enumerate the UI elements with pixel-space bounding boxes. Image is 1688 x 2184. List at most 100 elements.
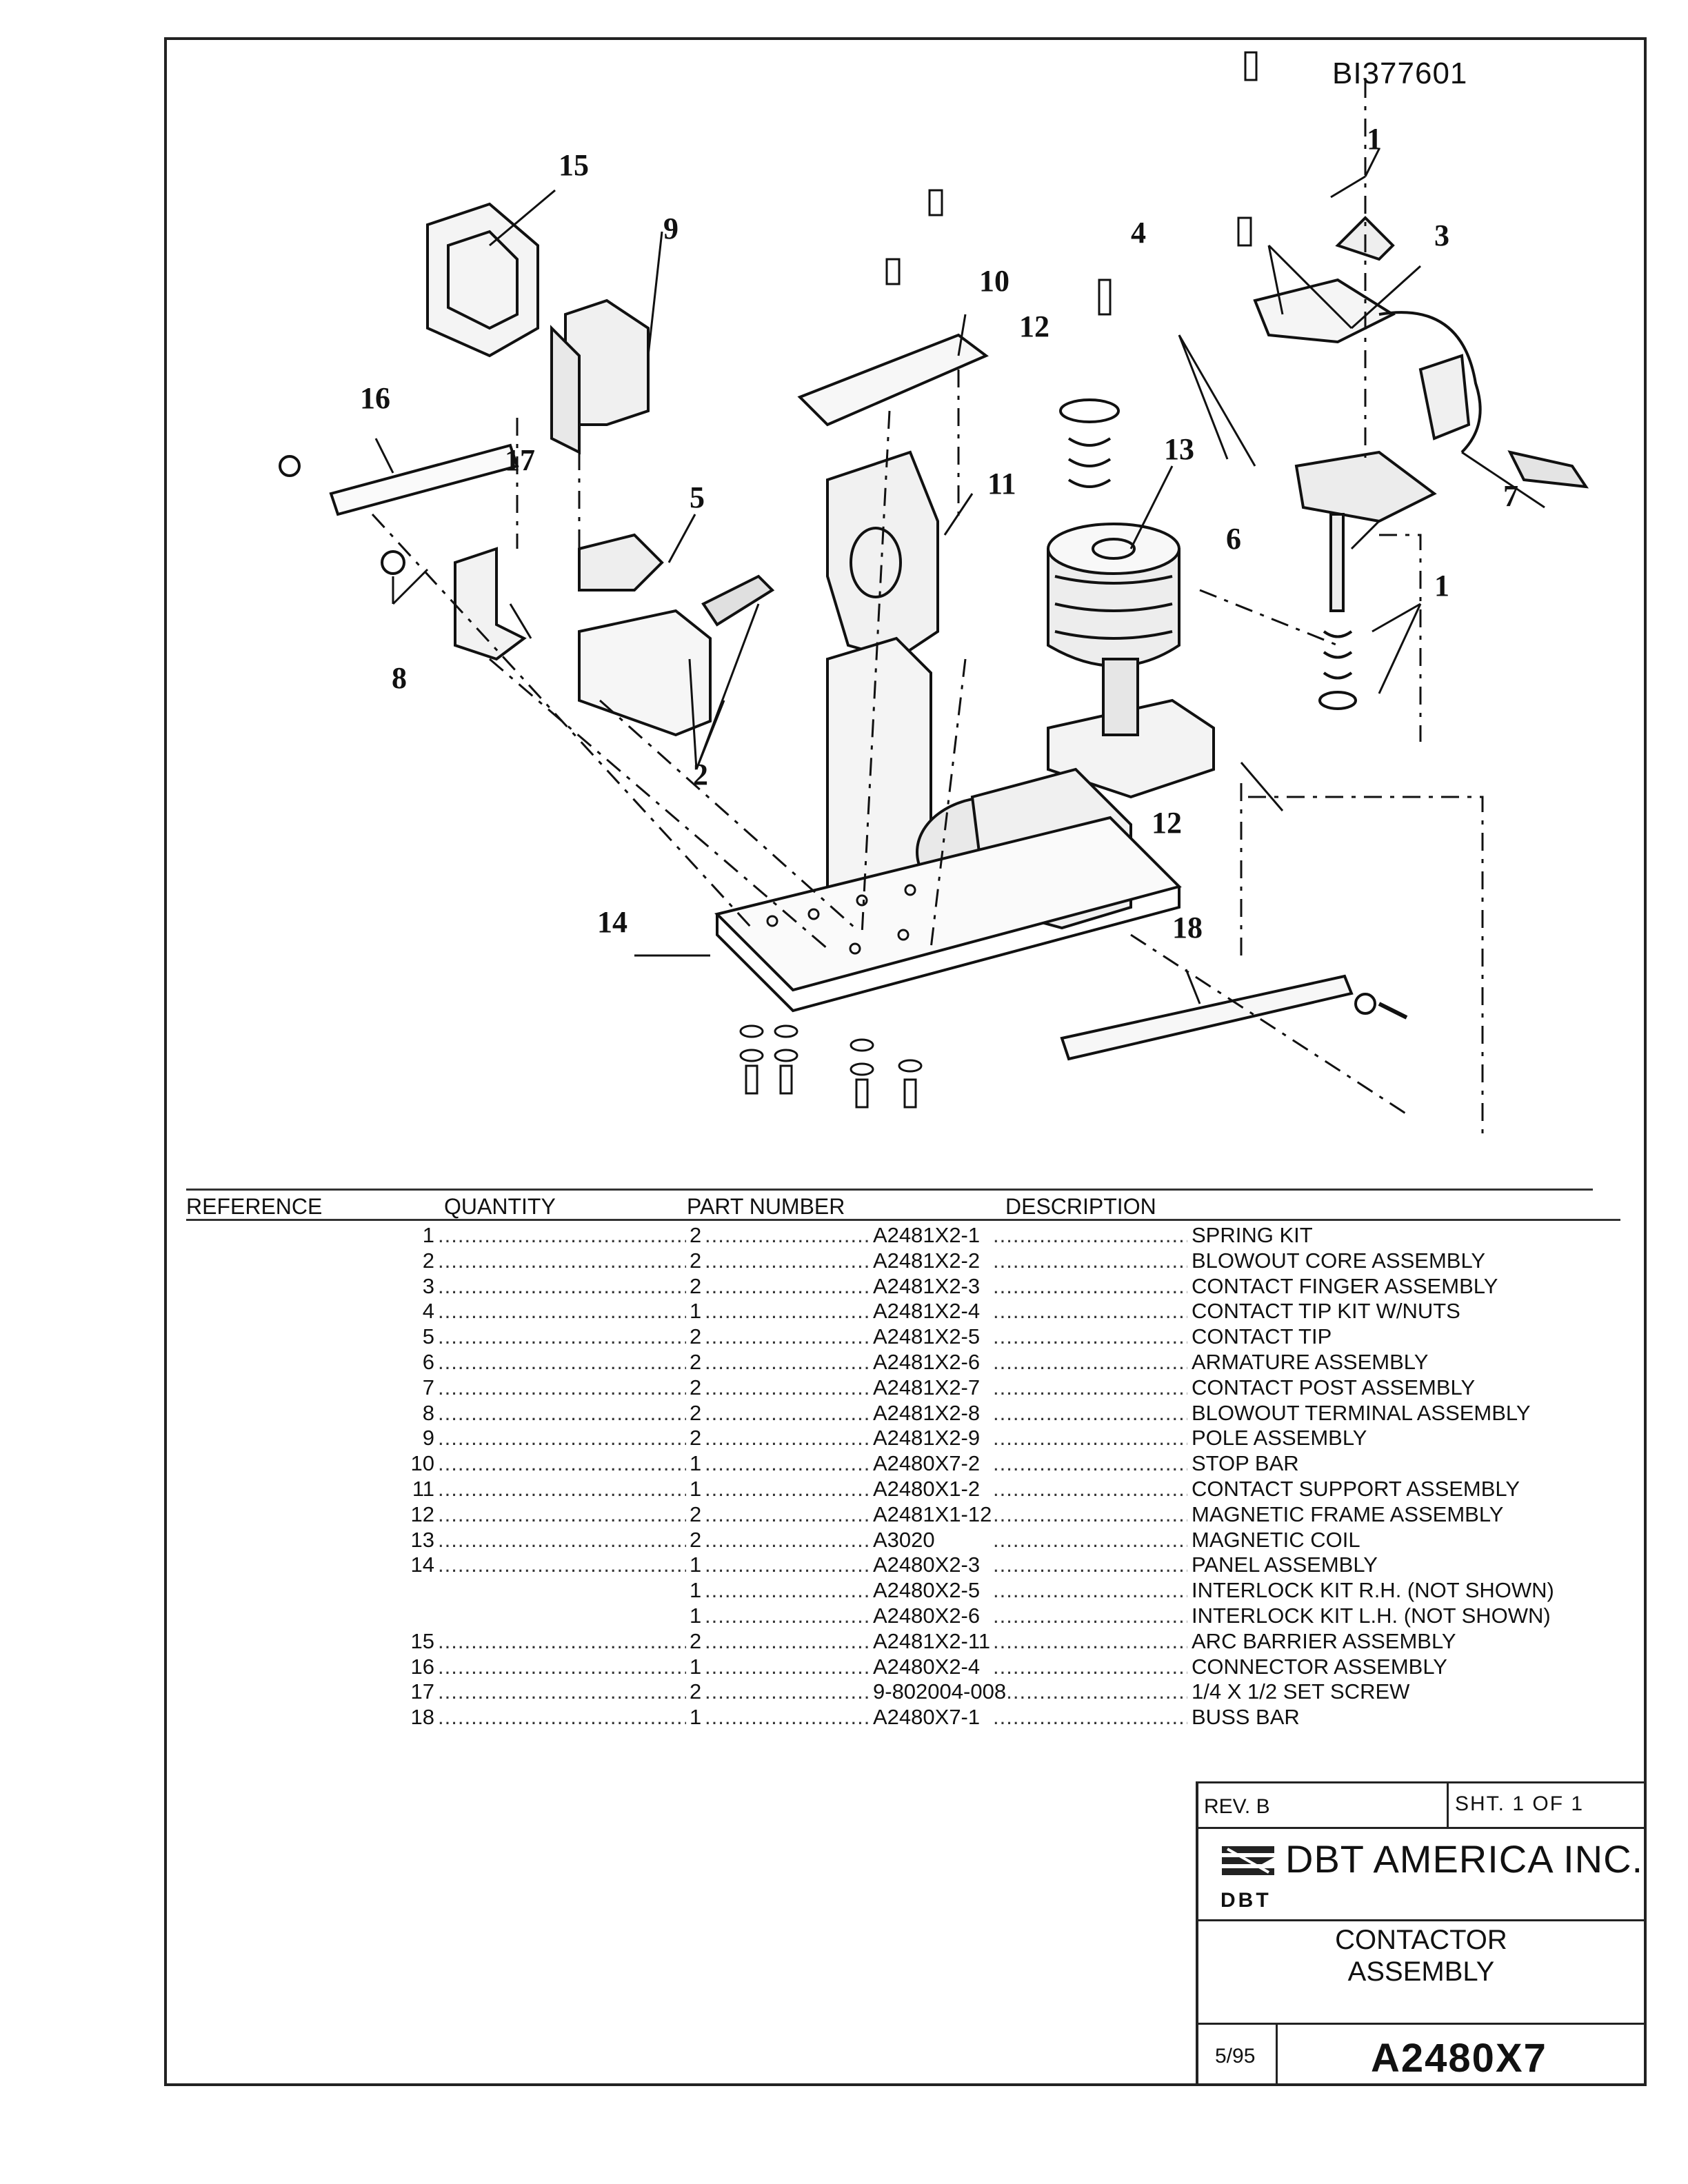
dot-leader: ........................................… — [705, 1603, 870, 1628]
table-row: 5.......................................… — [186, 1324, 1620, 1350]
row-quantity: 1 — [690, 1654, 702, 1679]
dot-leader: ........................................… — [705, 1654, 870, 1679]
row-part-number: A2480X2-6 — [873, 1603, 982, 1628]
dot-leader: ........................................… — [438, 1248, 686, 1273]
row-quantity: 2 — [690, 1426, 702, 1450]
dot-leader: ........................................… — [993, 1426, 1187, 1450]
table-row: 7.......................................… — [186, 1375, 1620, 1401]
dot-leader: ........................................… — [993, 1248, 1187, 1273]
row-part-number: A2481X2-7 — [873, 1375, 982, 1400]
row-reference: 5 — [422, 1324, 434, 1349]
dot-leader: ........................................… — [438, 1553, 686, 1577]
sheet-number: SHT. 1 OF 1 — [1455, 1792, 1585, 1815]
row-part-number: A2481X2-3 — [873, 1273, 982, 1299]
contact-tip-part — [578, 533, 664, 592]
drawing-number: A2480X7 — [1371, 2036, 1547, 2081]
row-description: STOP BAR — [1192, 1451, 1299, 1477]
row-quantity: 2 — [690, 1679, 702, 1704]
row-description: MAGNETIC FRAME ASSEMBLY — [1192, 1502, 1504, 1527]
row-quantity: 2 — [690, 1375, 702, 1399]
row-reference: 15 — [410, 1628, 434, 1653]
dot-leader: ........................................… — [993, 1679, 1187, 1704]
table-row: 1.......................................… — [186, 1223, 1620, 1248]
dot-leader: ........................................… — [993, 1553, 1187, 1577]
row-reference: 14 — [410, 1553, 434, 1577]
drawing-title-line2: ASSEMBLY — [1347, 1957, 1495, 1987]
row-part-number: A2481X2-2 — [873, 1248, 982, 1273]
dot-leader: ........................................… — [993, 1299, 1187, 1324]
magnetic-frame-part — [1047, 698, 1215, 799]
callout-4: 4 — [1131, 216, 1146, 250]
row-quantity: 2 — [690, 1273, 702, 1298]
dot-leader: ........................................… — [993, 1451, 1187, 1476]
title-block: REV. B SHT. 1 OF 1 DBT AMERICA INC. DBT … — [1196, 1781, 1647, 2086]
row-quantity: 1 — [690, 1299, 702, 1324]
row-quantity: 2 — [690, 1223, 702, 1247]
dot-leader: ........................................… — [438, 1273, 686, 1298]
table-row: 3.......................................… — [186, 1273, 1620, 1300]
dot-leader: ........................................… — [705, 1553, 870, 1577]
dot-leader: ........................................… — [705, 1273, 870, 1298]
dot-leader: ........................................… — [993, 1628, 1187, 1653]
dot-leader: ........................................… — [705, 1628, 870, 1653]
row-description: BLOWOUT TERMINAL ASSEMBLY — [1192, 1400, 1531, 1426]
row-description: INTERLOCK KIT R.H. (NOT SHOWN) — [1192, 1578, 1554, 1604]
row-part-number: A2480X2-3 — [873, 1553, 982, 1578]
dot-leader: ........................................… — [438, 1451, 686, 1476]
dot-leader: ........................................… — [993, 1375, 1187, 1399]
row-description: CONTACT POST ASSEMBLY — [1192, 1375, 1476, 1400]
row-description: BLOWOUT CORE ASSEMBLY — [1192, 1248, 1486, 1273]
row-description: CONTACT TIP — [1192, 1324, 1332, 1350]
table-row: 13......................................… — [186, 1527, 1620, 1553]
dot-leader: ........................................… — [705, 1375, 870, 1399]
row-part-number: A2480X7-1 — [873, 1705, 982, 1730]
contact-post-part — [1418, 354, 1471, 441]
exploded-diagram: 15 9 16 17 5 8 2 10 11 12 13 4 1 3 7 6 1… — [279, 51, 1589, 1142]
callout-13: 13 — [1164, 432, 1194, 466]
dot-leader: ........................................… — [438, 1375, 686, 1399]
row-part-number: A2481X2-1 — [873, 1223, 982, 1248]
blowout-core-part — [578, 609, 712, 737]
table-body: 1.......................................… — [186, 1223, 1620, 1730]
table-row: 6.......................................… — [186, 1349, 1620, 1375]
table-row: 2.......................................… — [186, 1248, 1620, 1274]
dot-leader: ........................................… — [705, 1679, 870, 1704]
table-row: 9.......................................… — [186, 1426, 1620, 1451]
dot-leader: ........................................… — [705, 1223, 870, 1247]
row-reference: 10 — [410, 1451, 434, 1476]
callout-18: 18 — [1172, 911, 1203, 944]
table-row: 4.......................................… — [186, 1299, 1620, 1324]
drawing-frame — [164, 37, 1647, 2086]
table-row: 17......................................… — [186, 1679, 1620, 1705]
dot-leader: ........................................… — [438, 1679, 686, 1704]
dot-leader: ........................................… — [993, 1705, 1187, 1730]
arc-barrier-part — [426, 202, 539, 358]
row-quantity: 1 — [690, 1476, 702, 1501]
dot-leader: ........................................… — [993, 1603, 1187, 1628]
revision: REV. B — [1204, 1795, 1270, 1818]
row-quantity: 1 — [690, 1603, 702, 1628]
table-row: 10......................................… — [186, 1451, 1620, 1477]
dot-leader: ........................................… — [438, 1426, 686, 1450]
row-description: CONTACT SUPPORT ASSEMBLY — [1192, 1476, 1520, 1502]
callout-9: 9 — [663, 212, 679, 245]
row-part-number: A2480X2-4 — [873, 1654, 982, 1679]
header-description: DESCRIPTION — [1005, 1194, 1156, 1219]
callout-1b: 1 — [1434, 569, 1449, 603]
row-reference: 2 — [422, 1248, 434, 1273]
dot-leader: ........................................… — [438, 1527, 686, 1552]
company-name: DBT AMERICA INC. — [1285, 1837, 1644, 1881]
callout-3: 3 — [1434, 219, 1449, 252]
dot-leader: ........................................… — [438, 1400, 686, 1425]
table-row: 8.......................................… — [186, 1400, 1620, 1426]
callout-12: 12 — [1019, 310, 1049, 343]
table-row: 16......................................… — [186, 1654, 1620, 1680]
dot-leader: ........................................… — [705, 1426, 870, 1450]
header-quantity: QUANTITY — [444, 1194, 556, 1219]
dot-leader: ........................................… — [438, 1502, 686, 1526]
header-part-number: PART NUMBER — [687, 1194, 845, 1219]
dot-leader: ........................................… — [705, 1299, 870, 1324]
table-row: ........................................… — [186, 1603, 1620, 1629]
dot-leader: ........................................… — [993, 1502, 1187, 1526]
row-part-number: A2480X7-2 — [873, 1451, 982, 1477]
